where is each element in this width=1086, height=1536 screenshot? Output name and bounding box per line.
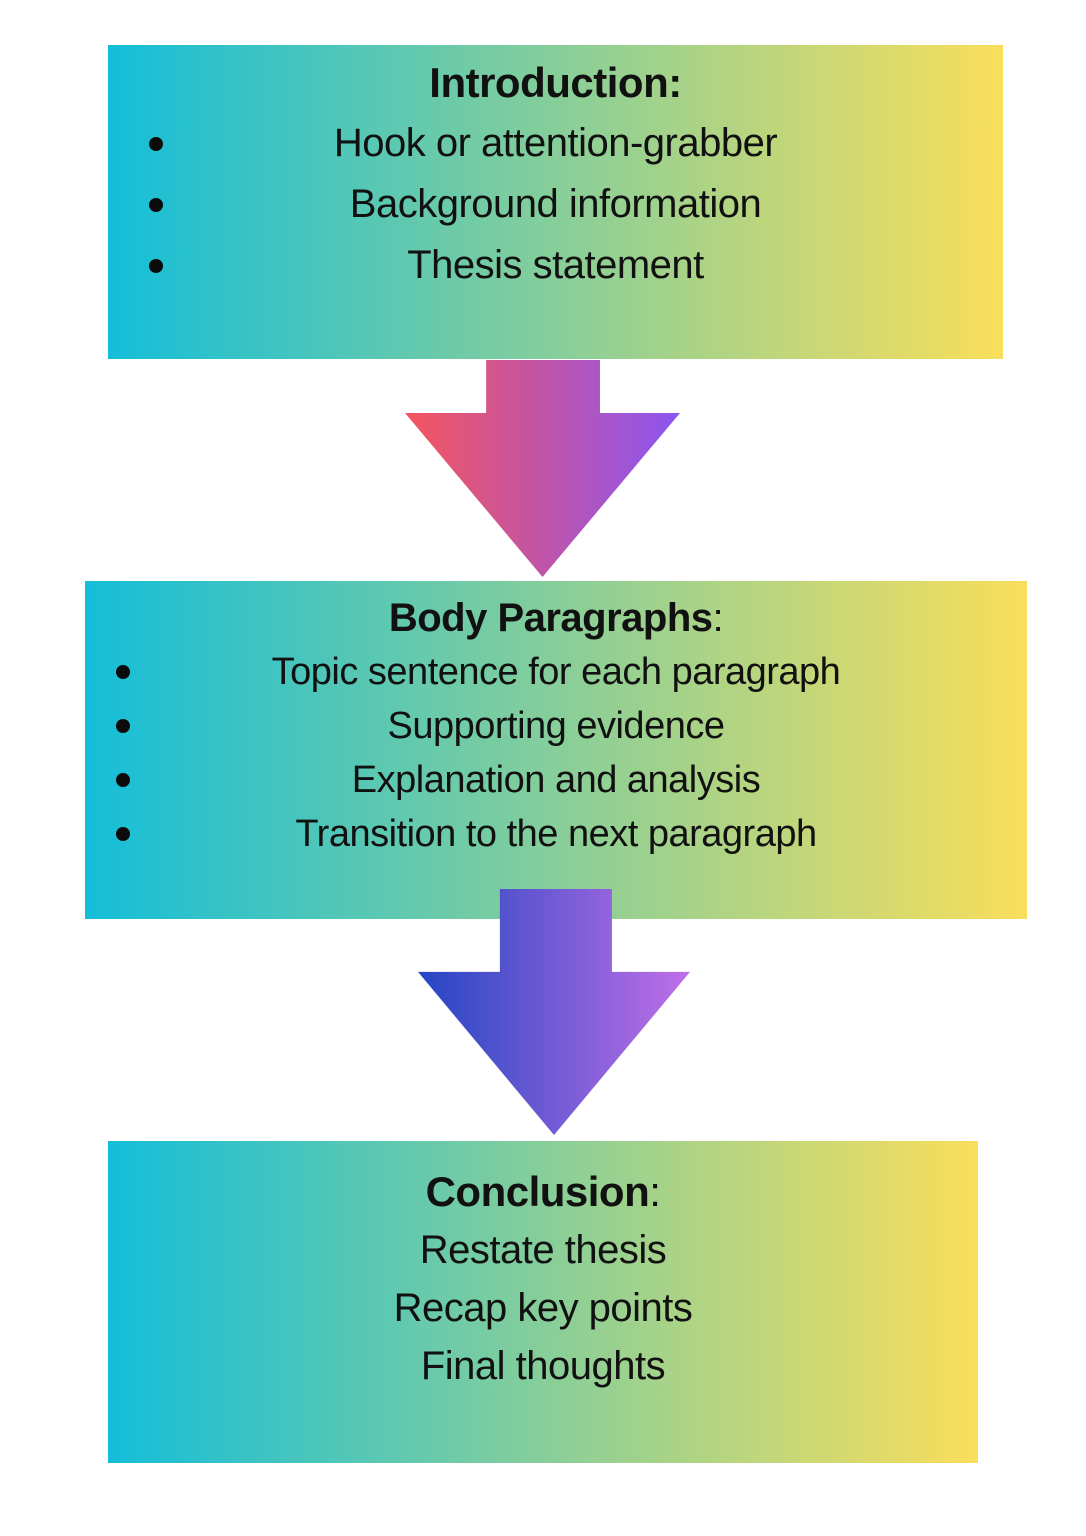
list-item: Recap key points bbox=[108, 1279, 978, 1337]
list-item: Transition to the next paragraph bbox=[85, 807, 1027, 861]
list-item-label: Thesis statement bbox=[407, 243, 704, 287]
introduction-heading-text: Introduction: bbox=[429, 59, 682, 106]
list-item: Explanation and analysis bbox=[85, 753, 1027, 807]
bullet-icon bbox=[116, 773, 130, 787]
list-item: Background information bbox=[108, 174, 1003, 235]
list-item-label: Background information bbox=[349, 182, 762, 226]
down-arrow-icon bbox=[418, 889, 690, 1135]
body-paragraphs-heading: Body Paragraphs: bbox=[85, 591, 1027, 645]
conclusion-heading-text: Conclusion bbox=[425, 1168, 650, 1215]
conclusion-box: Conclusion: Restate thesis Recap key poi… bbox=[108, 1141, 978, 1463]
list-item: Topic sentence for each paragraph bbox=[85, 645, 1027, 699]
list-item: Supporting evidence bbox=[85, 699, 1027, 753]
bullet-icon bbox=[116, 665, 130, 679]
list-item-label: Explanation and analysis bbox=[351, 759, 761, 801]
conclusion-heading-colon: : bbox=[649, 1168, 661, 1215]
list-item-label: Recap key points bbox=[393, 1286, 693, 1330]
bullet-icon bbox=[149, 136, 163, 151]
introduction-box: Introduction: Hook or attention-grabber … bbox=[108, 45, 1003, 359]
body-paragraphs-heading-text: Body Paragraphs bbox=[388, 596, 713, 640]
list-item: Thesis statement bbox=[108, 235, 1003, 296]
list-item: Hook or attention-grabber bbox=[108, 113, 1003, 174]
list-item: Final thoughts bbox=[108, 1337, 978, 1395]
body-paragraphs-box: Body Paragraphs: Topic sentence for each… bbox=[85, 581, 1027, 919]
list-item-label: Restate thesis bbox=[419, 1228, 667, 1272]
conclusion-heading: Conclusion: bbox=[108, 1163, 978, 1221]
body-paragraphs-heading-colon: : bbox=[712, 596, 724, 640]
list-item: Restate thesis bbox=[108, 1221, 978, 1279]
bullet-icon bbox=[149, 258, 163, 273]
list-item-label: Transition to the next paragraph bbox=[295, 813, 817, 855]
list-item-label: Supporting evidence bbox=[387, 705, 725, 747]
bullet-icon bbox=[116, 719, 130, 733]
bullet-icon bbox=[116, 827, 130, 841]
bullet-icon bbox=[149, 197, 163, 212]
list-item-label: Final thoughts bbox=[420, 1344, 666, 1388]
list-item-label: Topic sentence for each paragraph bbox=[271, 651, 841, 693]
list-item-label: Hook or attention-grabber bbox=[333, 121, 778, 165]
introduction-heading: Introduction: bbox=[108, 53, 1003, 113]
down-arrow-icon bbox=[405, 360, 680, 577]
